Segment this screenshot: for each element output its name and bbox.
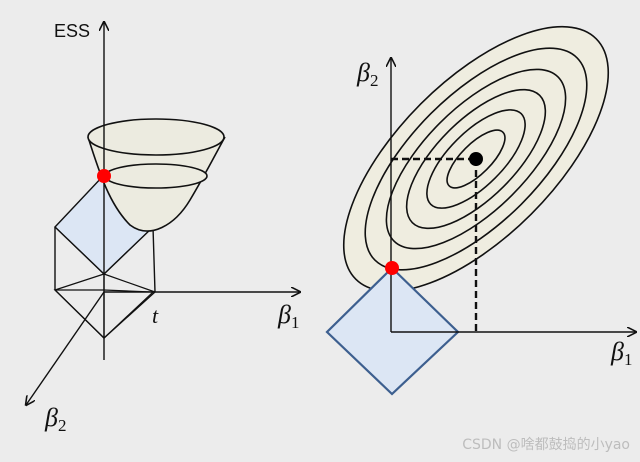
right-2d-figure: β2 β1 xyxy=(325,25,640,396)
left-3d-figure: ESS t β1 β2 xyxy=(26,21,300,435)
rss-contours xyxy=(342,25,610,293)
left-beta2-axis xyxy=(26,291,105,405)
right-beta2-symbol: β xyxy=(356,58,370,87)
left-beta2-symbol: β xyxy=(44,403,58,432)
left-beta1-symbol: β xyxy=(277,300,291,329)
csdn-watermark: CSDN @啥都鼓捣的小yao xyxy=(462,437,630,453)
left-beta2-label: β2 xyxy=(44,403,66,435)
right-beta1-subscript: 1 xyxy=(624,350,633,369)
contour-ring-3 xyxy=(385,68,567,250)
contour-ring-2 xyxy=(364,47,588,271)
ess-paraboloid xyxy=(87,118,226,232)
paraboloid-level-contour xyxy=(104,163,208,189)
left-beta1-subscript: 1 xyxy=(291,313,300,332)
right-beta2-label: β2 xyxy=(356,58,378,90)
prism-mid-edge-right xyxy=(103,273,156,293)
l1-constraint-diamond xyxy=(325,266,460,396)
paraboloid-rim xyxy=(87,118,225,156)
contour-ring-4 xyxy=(405,88,547,230)
prism-mid-edge-left xyxy=(54,273,105,291)
contour-ring-5 xyxy=(426,109,526,209)
contour-ring-6 xyxy=(446,129,506,189)
right-beta2-subscript: 2 xyxy=(370,71,379,90)
right-beta1-symbol: β xyxy=(610,337,624,366)
ess-axis-label: ESS xyxy=(54,21,90,41)
ols-estimate-point xyxy=(469,152,483,166)
left-solution-point xyxy=(97,169,111,183)
lasso-solution-point xyxy=(385,261,399,275)
right-beta1-label: β1 xyxy=(610,337,632,369)
constraint-t-label: t xyxy=(152,303,159,328)
contour-ring-1 xyxy=(342,25,610,293)
left-beta1-label: β1 xyxy=(277,300,299,332)
left-beta2-subscript: 2 xyxy=(58,416,67,435)
